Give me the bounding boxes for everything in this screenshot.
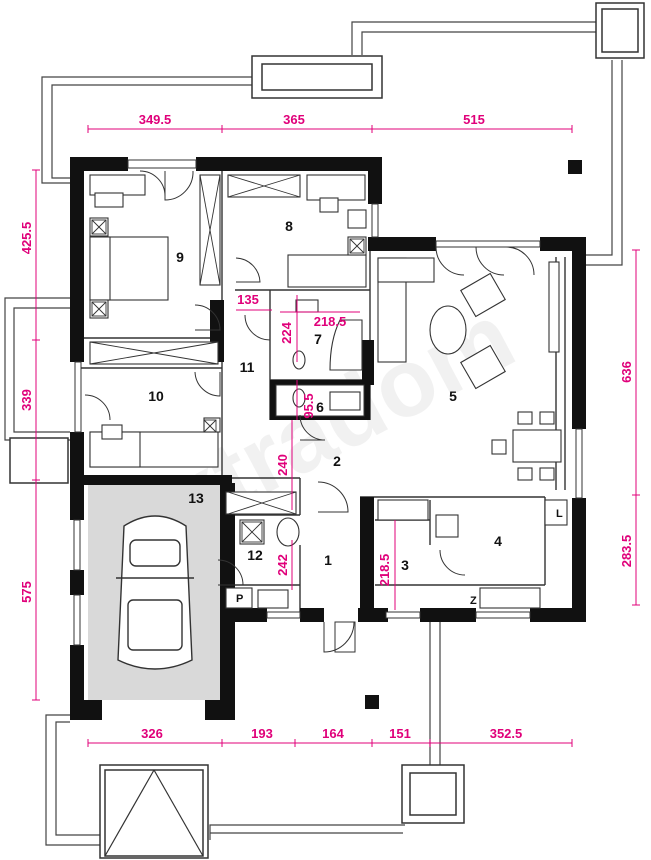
dim-bottom-1: 326 [141,726,163,741]
dim-inner-242: 242 [275,554,290,576]
room-label-13: 13 [188,490,204,506]
room-label-5: 5 [449,388,457,404]
dim-left-3: 575 [19,581,34,603]
fixture-tags: P L Z [236,508,563,607]
room-label-1: 1 [324,552,332,568]
room-label-6: 6 [316,399,324,415]
dim-top-1: 349.5 [139,112,172,127]
room-label-11: 11 [240,359,255,375]
dim-left-2: 339 [19,389,34,411]
room-label-8: 8 [285,218,293,234]
room-label-4: 4 [494,533,502,549]
dimension-labels: 349.5 365 515 326 193 164 151 352.5 425.… [19,112,634,741]
doors [84,170,535,653]
dim-bottom-5: 352.5 [490,726,523,741]
entrance-steps [104,769,204,857]
dim-bottom-2: 193 [251,726,273,741]
columns [365,160,582,709]
tag-cabinet: Z [470,595,477,607]
windows [73,159,583,646]
room-label-3: 3 [401,557,409,573]
dimension-lines [32,125,640,747]
room-label-2: 2 [333,453,341,469]
car-outline [116,515,194,670]
storage-markers [89,174,365,543]
dim-inner-218-5-top: 218.5 [314,314,347,329]
dim-right-1: 636 [619,361,634,383]
room-label-12: 12 [247,547,263,563]
dim-left-1: 425.5 [19,222,34,255]
room-label-7: 7 [314,331,322,347]
dim-bottom-4: 151 [389,726,411,741]
dim-inner-95-5: 95.5 [301,393,316,418]
room-label-10: 10 [148,388,164,404]
planters [9,2,645,859]
terrace-outlines [4,21,623,846]
dim-inner-224: 224 [279,321,294,343]
dim-right-2: 283.5 [619,535,634,568]
tag-laundry: L [556,508,563,520]
dim-inner-240: 240 [275,454,290,476]
dim-top-3: 515 [463,112,485,127]
dim-top-2: 365 [283,112,305,127]
tag-pantry: P [236,593,243,605]
room-labels: 1 2 3 4 5 6 7 8 9 10 11 12 13 [148,218,502,573]
room-label-9: 9 [176,249,184,265]
dim-inner-135: 135 [237,292,259,307]
dim-bottom-3: 164 [322,726,344,741]
dim-inner-218-5-kitchen: 218.5 [377,554,392,587]
furniture [89,174,568,609]
